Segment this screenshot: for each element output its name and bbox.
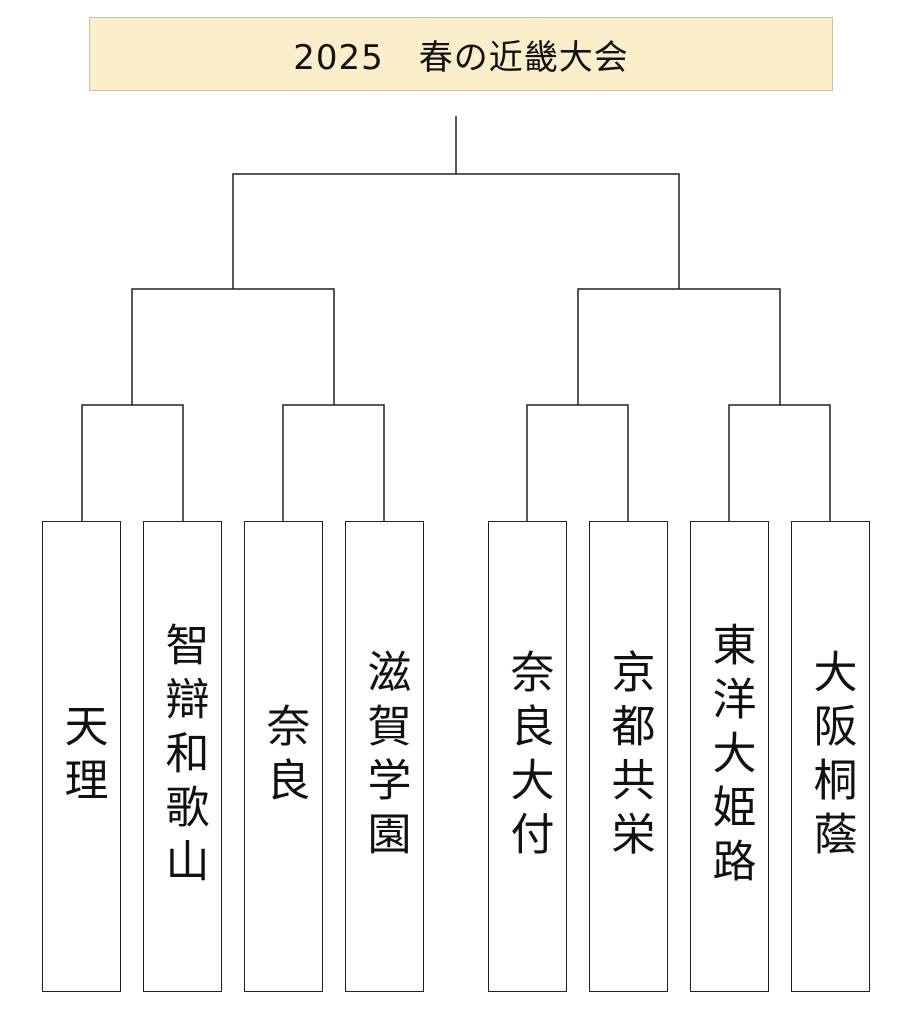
team-slot-2: 智辯和歌山 xyxy=(143,521,222,992)
team-name: 奈良 xyxy=(258,702,310,811)
team-slot-6: 京都共栄 xyxy=(589,521,668,992)
team-slot-8: 大阪桐蔭 xyxy=(791,521,870,992)
tournament-title: 2025 春の近畿大会 xyxy=(89,17,833,91)
team-slot-5: 奈良大付 xyxy=(488,521,567,992)
team-slot-4: 滋賀学園 xyxy=(345,521,424,992)
title-text: 2025 春の近畿大会 xyxy=(293,37,629,78)
team-name: 滋賀学園 xyxy=(359,648,411,865)
quarterfinal-2-bracket xyxy=(282,404,385,521)
semifinal-left-bracket xyxy=(131,288,335,405)
team-name: 東洋大姫路 xyxy=(704,621,756,892)
team-slot-7: 東洋大姫路 xyxy=(690,521,769,992)
team-slot-1: 天理 xyxy=(42,521,121,992)
team-name: 智辯和歌山 xyxy=(157,621,209,892)
quarterfinal-4-bracket xyxy=(728,404,831,521)
semifinal-right-bracket xyxy=(577,288,781,405)
team-slot-3: 奈良 xyxy=(244,521,323,992)
quarterfinal-1-bracket xyxy=(81,404,184,521)
team-name: 大阪桐蔭 xyxy=(805,648,857,865)
team-name: 京都共栄 xyxy=(603,648,655,865)
quarterfinal-3-bracket xyxy=(526,404,629,521)
team-name: 奈良大付 xyxy=(502,648,554,865)
final-bracket xyxy=(232,173,680,289)
team-name: 天理 xyxy=(56,702,108,811)
